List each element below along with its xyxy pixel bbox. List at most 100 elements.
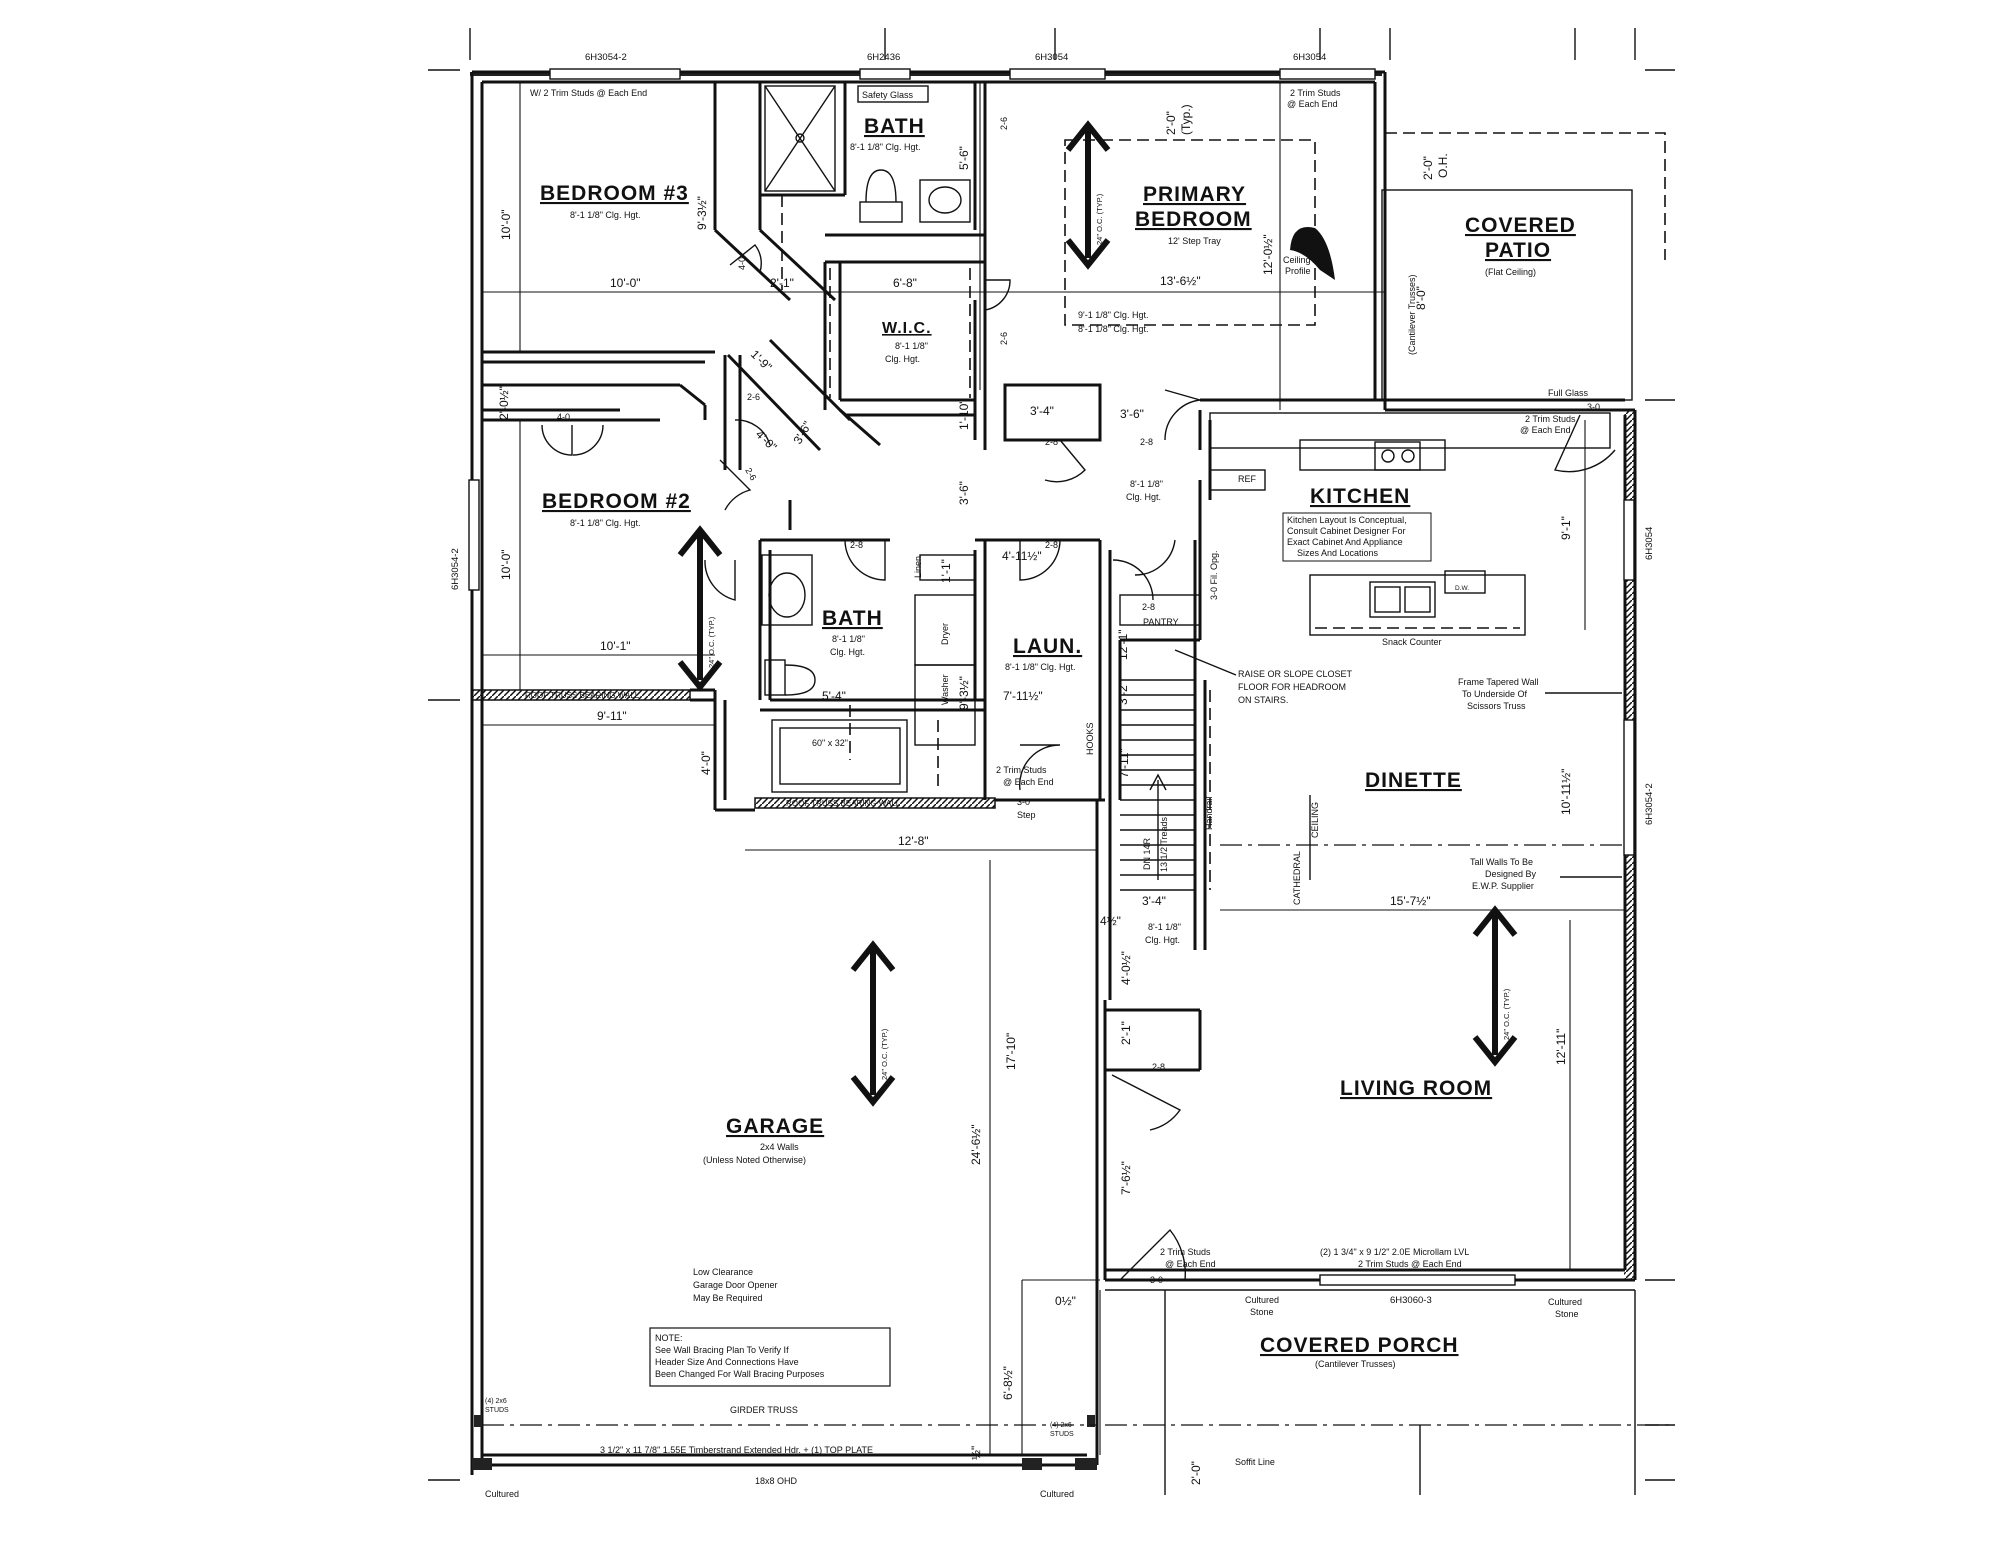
note-text: 24" O.C. (TYP.) [880,1028,889,1080]
room-name-laun: LAUN. [1013,635,1082,658]
note-text: (4) 2x6 [1050,1422,1072,1429]
note-text: 2 Trim Studs [1525,414,1576,424]
dimension-text: 6'-8" [893,276,917,290]
dimension-text: 13'-6½" [1160,274,1201,288]
window-label: 6H3060-3 [1390,1295,1432,1306]
note-text: ROOF TRUSSES [1083,186,1092,245]
door-label: 2-8 [850,540,863,550]
note-text: 24" O.C. (TYP.) [1095,193,1104,245]
room-ceiling: 8'-1 1/8" Clg. Hgt. [850,142,920,152]
dimension-text: O.H. [1436,153,1450,178]
note-text: E.W.P. Supplier [1472,881,1534,891]
note-text: (Cantilever Trusses) [1407,274,1417,355]
kitchen-note: Consult Cabinet Designer For [1287,526,1406,536]
note-text: Cultured [1245,1295,1279,1305]
note-text: RAISE OR SLOPE CLOSET [1238,669,1353,679]
door-label: 3-0 [1587,402,1600,412]
dimension-text: 5'-6" [957,146,971,170]
dimension-text: 12'-8" [898,834,929,848]
room-ceiling: 8'-1 1/8" [1148,922,1181,932]
dimension-text: 1'-1" [939,559,953,583]
room-name-garage: GARAGE [726,1115,824,1138]
dimension-text: 10'-0" [499,209,513,240]
door-label: 4-0 [737,257,747,270]
kitchen-note: Exact Cabinet And Appliance [1287,537,1403,547]
dimension-lines [482,82,1625,1455]
roof-truss-arrows [677,120,1518,1107]
note-text: 24" O.C. (TYP.) [1502,988,1511,1040]
dimension-text: 4'-11½" [1002,549,1042,563]
dimension-text: 8'-0" [1414,286,1428,310]
room-sub: (Unless Noted Otherwise) [703,1155,806,1165]
dimension-text: 4'-0½" [1119,951,1133,985]
note-text: (4) 2x6 [485,1398,507,1405]
note-text: May Be Required [693,1293,763,1303]
bath-top-fixtures [764,85,971,223]
note-text: CATHEDRAL [1292,851,1302,905]
note-text: To Underside Of [1462,689,1528,699]
door-label: 2-8 [1140,437,1153,447]
room-ceiling: (Flat Ceiling) [1485,267,1536,277]
dimension-text: 12'-11" [1554,1029,1568,1065]
room-name-dinette: DINETTE [1365,769,1462,792]
door-label: 3-0 Fil. Opg. [1209,550,1219,600]
dimension-text: 3'-2" [1116,681,1130,705]
dimension-text: 15'-7½" [1390,894,1431,908]
note-text: STUDS [1050,1431,1074,1438]
dimension-text: 7'-11½" [1003,689,1043,703]
note-text: Cultured [1040,1489,1074,1499]
door-label: 2-8 [1045,437,1058,447]
dimension-text: 2'-0" [1164,111,1178,135]
room-name-kitchen: KITCHEN [1310,485,1410,508]
note-text: 60" x 32" [812,738,848,748]
note-text: Tall Walls To Be [1470,857,1533,867]
dimension-text: 2'-0" [1189,1461,1203,1485]
window-label: 6H3054 [1644,527,1655,560]
note-text: Soffit Line [1235,1457,1275,1467]
wic-shelves [781,195,971,792]
dimension-text: 4½" [1100,914,1121,928]
note-text: Scissors Truss [1467,701,1526,711]
note-text: FLOOR FOR HEADROOM [1238,682,1346,692]
note-text: 2 Trim Studs [1160,1247,1211,1257]
note-text: 13 1/2 Treads [1159,816,1169,872]
note-text: ROOF TRUSS BEARING WALL [525,691,640,700]
dimension-text: 10'-1" [600,639,631,653]
dimension-text: 3'-4" [1142,894,1166,908]
note-text: PANTRY [1143,617,1179,627]
note-text: ROOF TRUSSES [695,609,704,668]
dimension-text: 3'-4" [1030,404,1054,418]
note-text: GIRDER TRUSS [730,1405,798,1415]
dimension-text: 3'-6" [1120,407,1144,421]
dimension-text: 2'-0" [1421,156,1435,180]
note-text: Garage Door Opener [693,1280,778,1290]
dimension-text: 10'-11½" [1559,769,1573,815]
note-text: 2 Trim Studs @ Each End [1358,1259,1462,1269]
dimension-text: 12'-0½" [1261,234,1275,275]
note-text: Dryer [940,623,950,645]
room-ceiling: 8'-1 1/8" [832,634,865,644]
note-text: Cultured [485,1489,519,1499]
note-text: STUDS [485,1407,509,1414]
dimension-text: ½" [969,1446,983,1460]
dimension-text: 6'-8½" [1001,1366,1015,1400]
note-text: Header Size And Connections Have [655,1357,799,1367]
stairs [1120,679,1211,891]
note-text: Linen [913,556,923,578]
dimension-text: 24'-6½" [969,1124,983,1165]
note-text: ROOF TRUSS BEARING WALL [786,799,901,808]
door-swings [541,244,1616,1281]
note-text: Profile [1285,266,1311,276]
dimension-text: 9'-1" [1559,516,1573,540]
dimension-text: 9'-11" [597,709,627,723]
door-label: 2-8 [1142,602,1155,612]
door-label: 2-6 [743,466,758,482]
room-sub: (Cantilever Trusses) [1315,1359,1396,1369]
note-text: (2) 1 3/4" x 9 1/2" 2.0E Microllam LVL [1320,1247,1469,1257]
dimension-text: 9'-3½" [957,676,971,710]
dimension-text: 1'-10" [957,399,971,430]
door-label: 4-0 [557,412,570,422]
note-text: @ Each End [1287,99,1338,109]
dimension-text: 4'-0" [699,751,713,775]
door-label: 3-0 [1017,797,1030,807]
